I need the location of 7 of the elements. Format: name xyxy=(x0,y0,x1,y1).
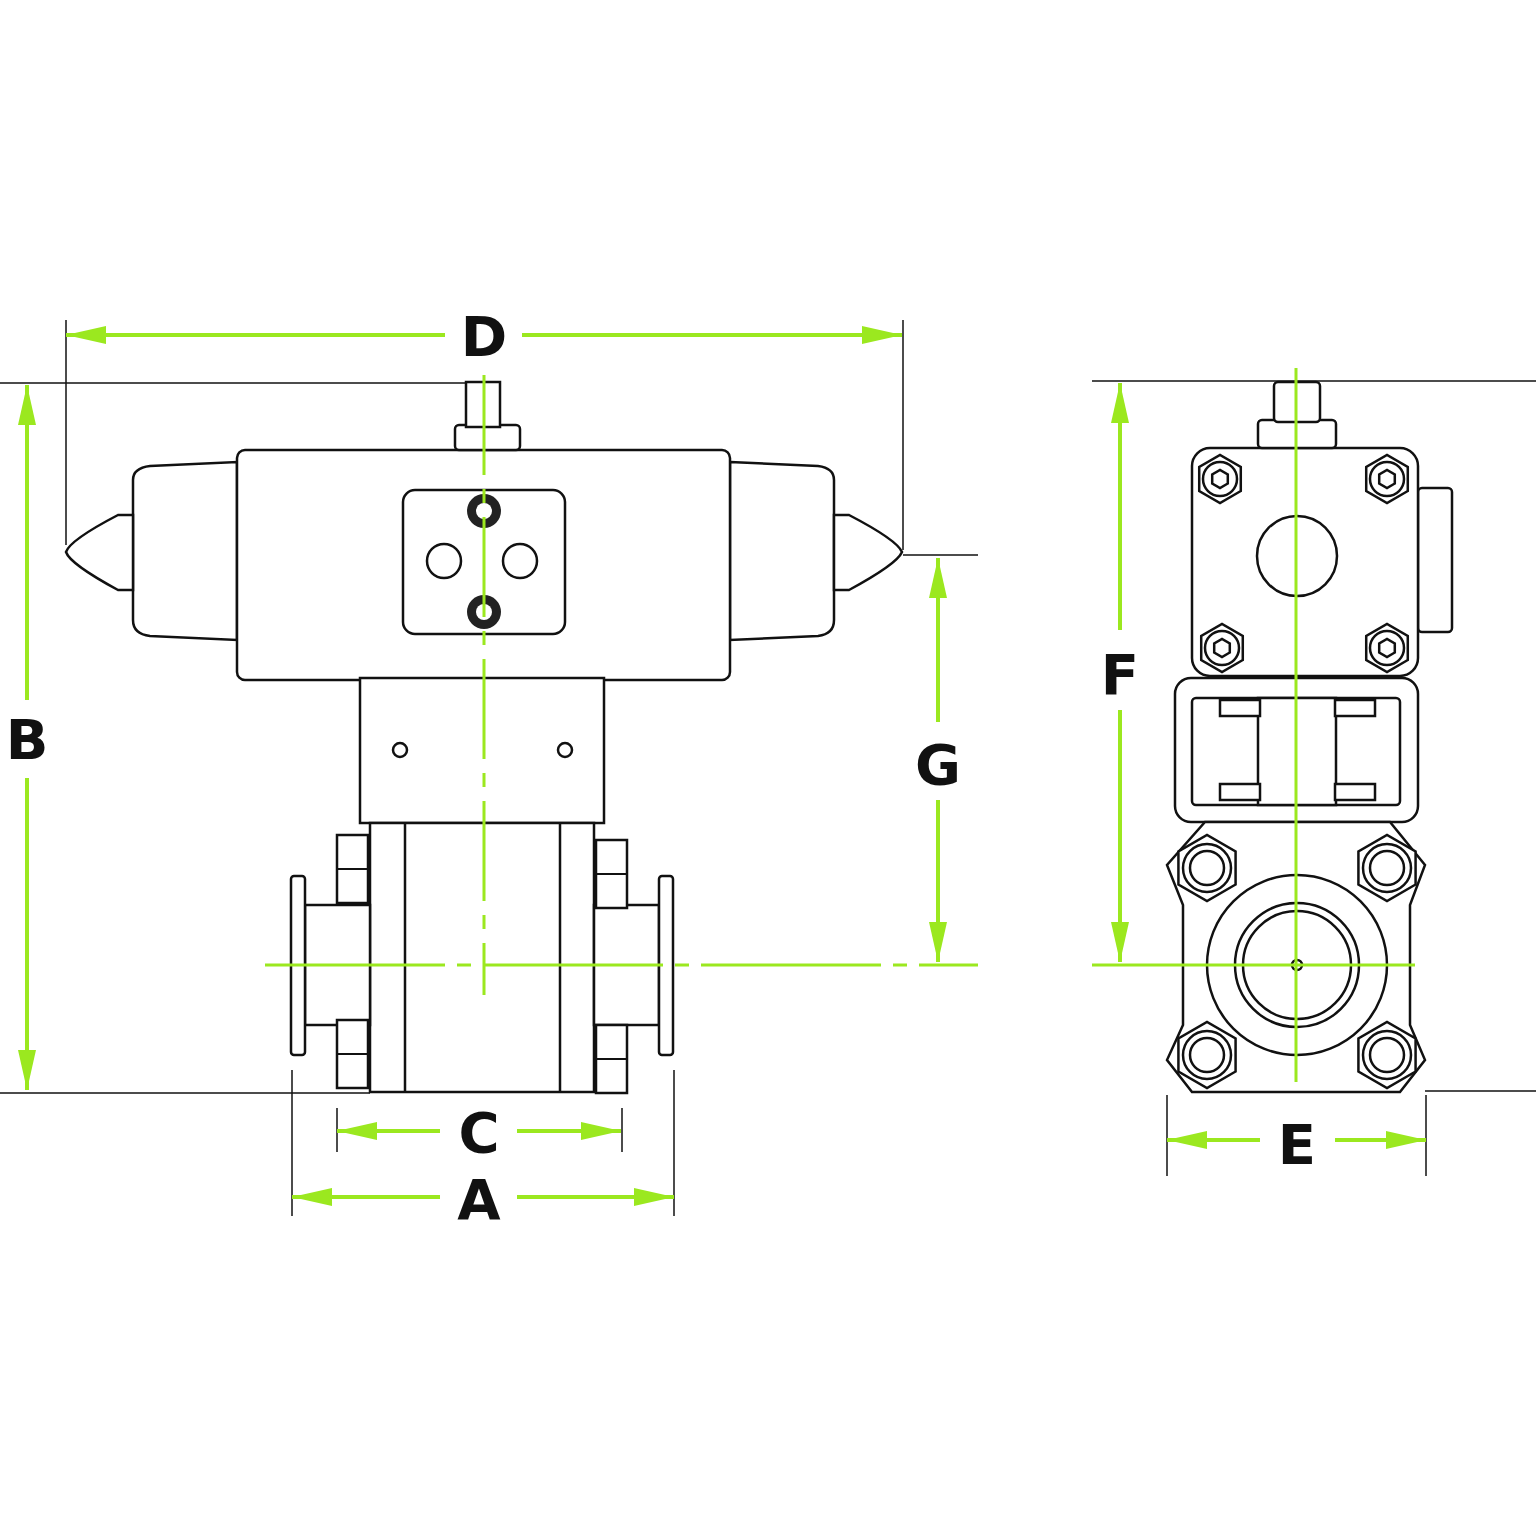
dimension-label: C xyxy=(458,1105,500,1161)
dimension-label: G xyxy=(915,737,961,793)
dimension-label: D xyxy=(460,309,508,365)
dimension-label: E xyxy=(1277,1117,1317,1173)
dimension-label: A xyxy=(457,1172,501,1228)
dimension-label: B xyxy=(5,712,49,768)
dimension-label: F xyxy=(1100,647,1140,703)
